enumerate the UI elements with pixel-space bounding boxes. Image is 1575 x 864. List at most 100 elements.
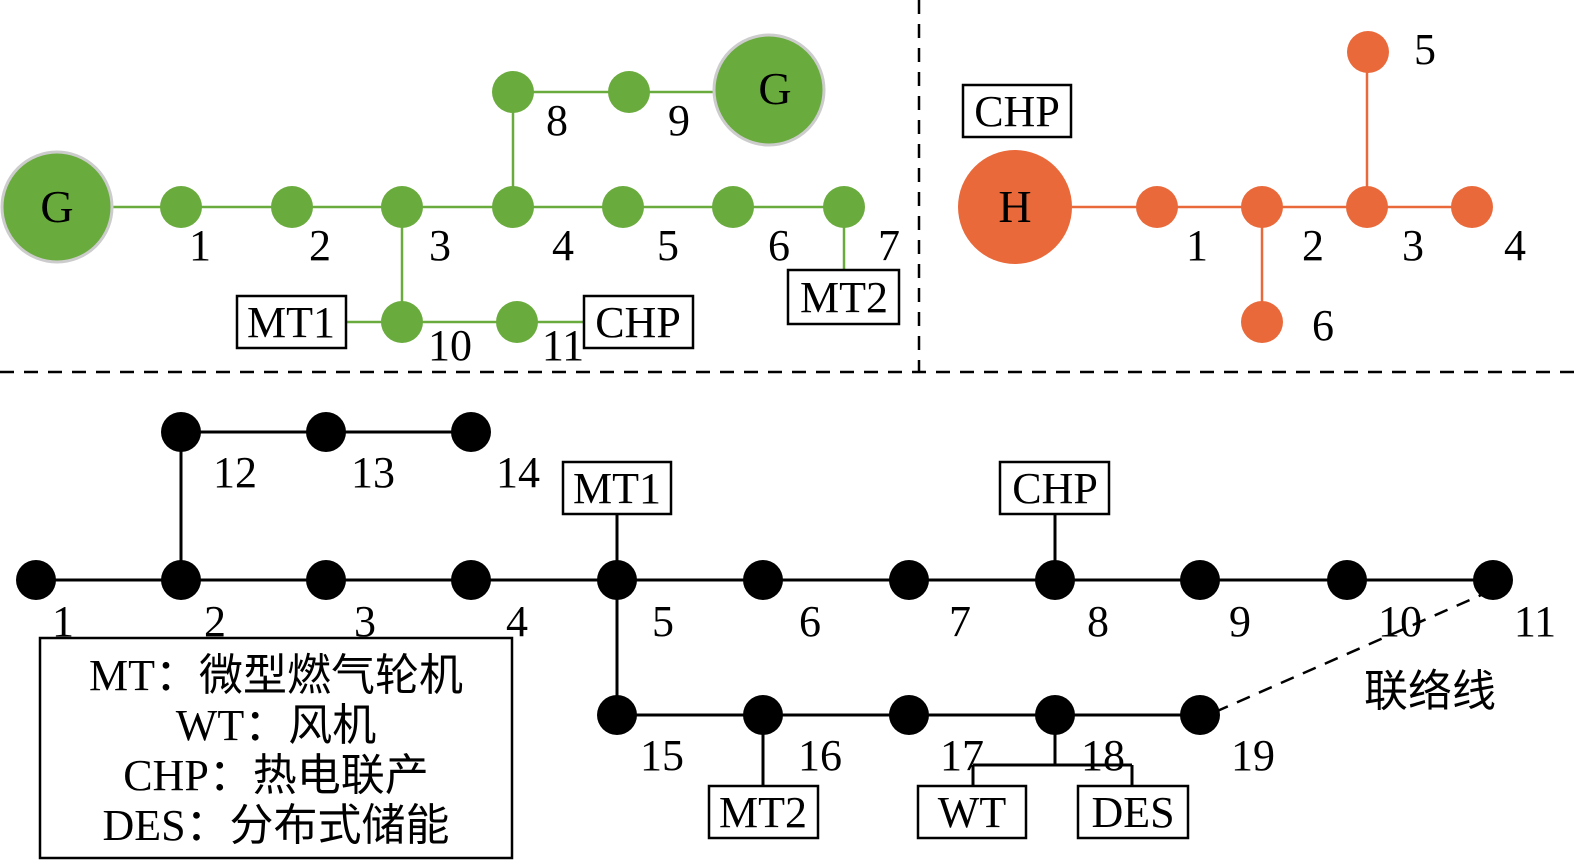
- power-node-label-5: 5: [652, 597, 674, 646]
- power-node-15: [597, 695, 637, 735]
- gas-mt2-box: [786, 268, 901, 326]
- legend-item-wt: WT：风机: [176, 701, 376, 750]
- legend-item-des: DES：分布式储能: [102, 801, 449, 850]
- gas-node-3: [381, 186, 423, 228]
- gas-source-right-label: G: [758, 63, 791, 114]
- power-node-18: [1035, 695, 1075, 735]
- tie-line: [1214, 590, 1489, 714]
- power-des-label: DES: [1091, 788, 1174, 837]
- gas-node-11: [496, 301, 538, 343]
- power-node-10: [1327, 560, 1367, 600]
- heat-source-label: H: [998, 181, 1031, 232]
- power-node-2: [161, 560, 201, 600]
- power-node-16: [743, 695, 783, 735]
- tie-line-label: 联络线: [1364, 667, 1496, 716]
- heat-node-2: [1241, 186, 1283, 228]
- power-node-3: [306, 560, 346, 600]
- heat-chp-box: [961, 83, 1073, 139]
- heat-node-label-2: 2: [1302, 221, 1324, 270]
- power-node-label-10: 10: [1378, 597, 1422, 646]
- power-network: 1 2 3 4 5 6 7 8 9 10 11 12 13 14 15 16 1…: [16, 412, 1556, 840]
- power-node-9: [1180, 560, 1220, 600]
- gas-node-5: [602, 186, 644, 228]
- heat-node-6: [1241, 301, 1283, 343]
- heat-network: CHP H 1 2 3 4 5 6: [958, 25, 1526, 350]
- gas-node-label-8: 8: [546, 96, 568, 145]
- heat-node-label-6: 6: [1312, 301, 1334, 350]
- power-chp-box: [998, 460, 1111, 516]
- power-mt2-label: MT2: [719, 788, 807, 837]
- legend: MT：微型燃气轮机 WT：风机 CHP：热电联产 DES：分布式储能: [38, 636, 514, 860]
- heat-node-label-3: 3: [1402, 221, 1424, 270]
- power-node-label-6: 6: [799, 597, 821, 646]
- power-chp-label: CHP: [1012, 464, 1098, 513]
- heat-source: [958, 150, 1072, 264]
- power-node-6: [743, 560, 783, 600]
- gas-node-label-6: 6: [768, 221, 790, 270]
- power-node-7: [889, 560, 929, 600]
- power-node-label-2: 2: [204, 597, 226, 646]
- power-node-19: [1180, 695, 1220, 735]
- power-node-13: [306, 412, 346, 452]
- gas-node-label-10: 10: [428, 321, 472, 370]
- gas-node-7: [823, 186, 865, 228]
- gas-node-label-11: 11: [542, 321, 584, 370]
- power-wt-box: [916, 784, 1028, 840]
- power-node-1: [16, 560, 56, 600]
- power-node-14: [451, 412, 491, 452]
- power-node-label-3: 3: [354, 597, 376, 646]
- power-node-label-12: 12: [213, 448, 257, 497]
- power-node-label-19: 19: [1231, 731, 1275, 780]
- power-node-label-8: 8: [1087, 597, 1109, 646]
- heat-node-4: [1451, 186, 1493, 228]
- power-mt1-label: MT1: [573, 464, 661, 513]
- power-node-11: [1473, 560, 1513, 600]
- power-mt1-box: [561, 460, 673, 516]
- gas-node-1: [160, 186, 202, 228]
- power-node-label-15: 15: [640, 731, 684, 780]
- gas-node-9: [608, 71, 650, 113]
- gas-node-2: [271, 186, 313, 228]
- gas-node-label-5: 5: [657, 221, 679, 270]
- legend-item-chp: CHP：热电联产: [123, 751, 429, 800]
- gas-source-left-label: G: [40, 181, 73, 232]
- gas-node-label-7: 7: [878, 221, 900, 270]
- power-mt2-box: [707, 784, 820, 840]
- gas-node-4: [492, 186, 534, 228]
- gas-node-8: [492, 71, 534, 113]
- legend-box: [38, 636, 514, 860]
- gas-node-label-3: 3: [429, 221, 451, 270]
- power-node-label-14: 14: [496, 448, 540, 497]
- heat-node-3: [1346, 186, 1388, 228]
- power-node-label-11: 11: [1514, 597, 1556, 646]
- gas-node-label-9: 9: [668, 96, 690, 145]
- heat-chp-label: CHP: [974, 87, 1060, 136]
- legend-item-mt: MT：微型燃气轮机: [89, 651, 463, 700]
- power-wt-label: WT: [938, 788, 1007, 837]
- gas-node-label-2: 2: [309, 221, 331, 270]
- gas-source-right: [712, 33, 826, 147]
- power-node-label-13: 13: [351, 448, 395, 497]
- power-node-label-7: 7: [949, 597, 971, 646]
- gas-mt1-label: MT1: [247, 298, 335, 347]
- power-node-label-18: 18: [1081, 731, 1125, 780]
- heat-node-label-5: 5: [1414, 25, 1436, 74]
- power-node-5: [597, 560, 637, 600]
- gas-node-label-4: 4: [552, 221, 574, 270]
- heat-node-label-1: 1: [1186, 221, 1208, 270]
- gas-node-6: [712, 186, 754, 228]
- power-node-12: [161, 412, 201, 452]
- gas-node-label-1: 1: [189, 221, 211, 270]
- heat-node-1: [1136, 186, 1178, 228]
- power-node-label-9: 9: [1229, 597, 1251, 646]
- gas-network: G G 1 2 3 4 5 6 7 8 9 10 11 MT1 CHP MT2: [0, 33, 901, 370]
- power-des-box: [1076, 784, 1190, 840]
- gas-node-10: [381, 301, 423, 343]
- power-node-8: [1035, 560, 1075, 600]
- power-node-4: [451, 560, 491, 600]
- power-node-label-16: 16: [798, 731, 842, 780]
- heat-node-5: [1347, 31, 1389, 73]
- gas-chp-label: CHP: [595, 298, 681, 347]
- power-node-17: [889, 695, 929, 735]
